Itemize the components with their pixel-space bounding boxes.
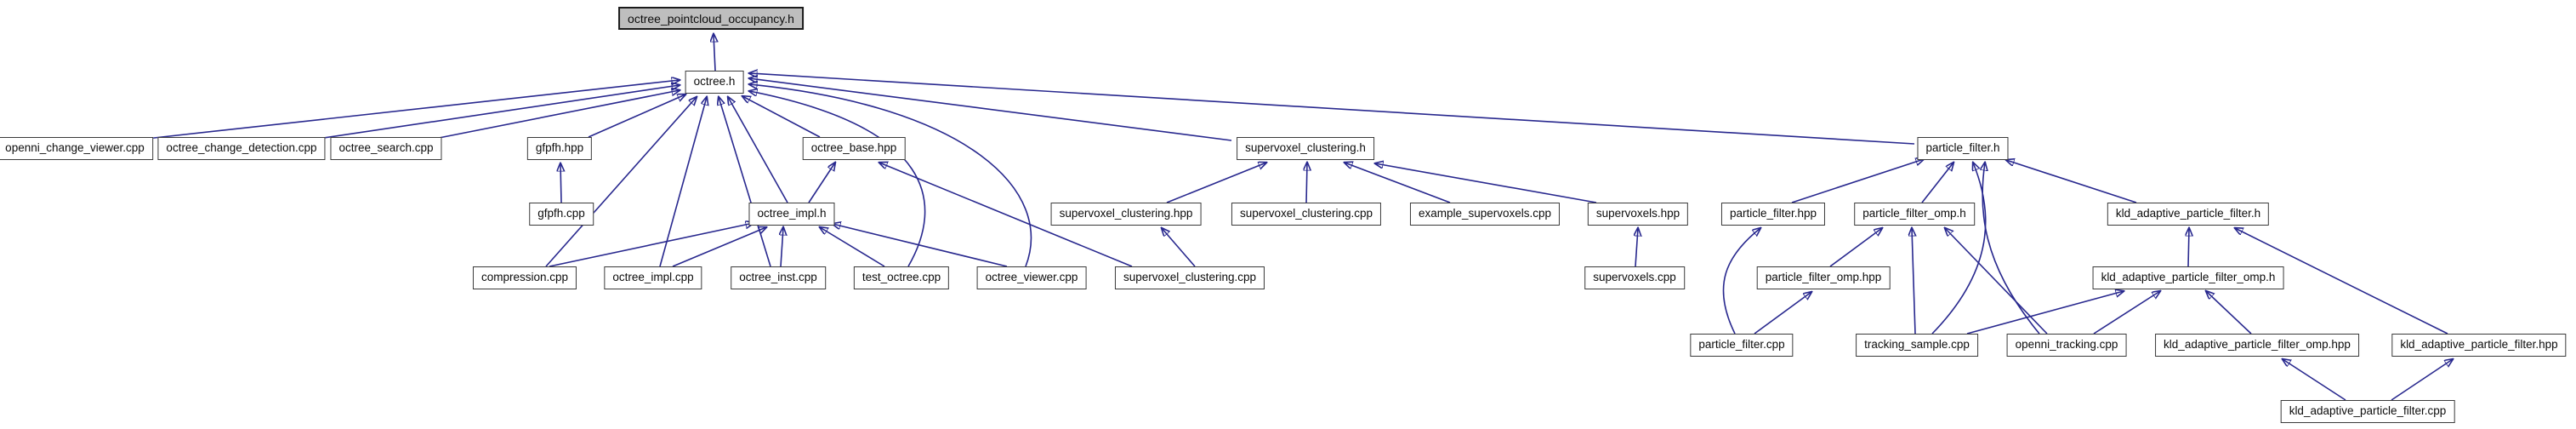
dependency-edges xyxy=(145,34,2453,401)
graph-node-sc_cpp_a[interactable]: supervoxel_clustering.cpp xyxy=(1231,203,1382,226)
graph-node-openni_tracking_cpp[interactable]: openni_tracking.cpp xyxy=(2006,334,2127,357)
edge-sc_cpp_b--sc_hpp xyxy=(1162,228,1196,267)
edge-octree_inst_cpp--octree_h xyxy=(719,97,771,267)
edge-octree_impl_cpp--octree_impl_h xyxy=(672,227,766,267)
edge-sc_cpp_a--sc_h xyxy=(1306,163,1307,203)
graph-node-pf_omp_h[interactable]: particle_filter_omp.h xyxy=(1854,203,1975,226)
graph-node-supervoxels_hpp[interactable]: supervoxels.hpp xyxy=(1587,203,1689,226)
edge-openni_tracking_cpp--kld_omp_h xyxy=(2093,291,2160,335)
edge-tracking_sample_cpp--pf_omp_h xyxy=(1912,228,1915,335)
graph-node-pf_cpp[interactable]: particle_filter.cpp xyxy=(1690,334,1794,357)
graph-node-octree_impl_cpp[interactable]: octree_impl.cpp xyxy=(604,266,702,289)
graph-node-compression_cpp[interactable]: compression.cpp xyxy=(472,266,577,289)
edge-kld_cpp--kld_omp_hpp xyxy=(2283,359,2346,401)
graph-node-octree_h[interactable]: octree.h xyxy=(685,71,744,94)
graph-node-sc_h[interactable]: supervoxel_clustering.h xyxy=(1237,137,1374,160)
graph-node-sc_hpp[interactable]: supervoxel_clustering.hpp xyxy=(1050,203,1202,226)
edge-octree_inst_cpp--octree_impl_h xyxy=(781,227,783,267)
edge-octree_viewer_cpp--octree_impl_h xyxy=(833,224,1008,267)
edge-octree_impl_cpp--octree_h xyxy=(659,97,707,267)
edge-gfpfh_hpp--octree_h xyxy=(588,94,685,138)
graph-node-octree_inst_cpp[interactable]: octree_inst.cpp xyxy=(731,266,826,289)
graph-node-kld_cpp[interactable]: kld_adaptive_particle_filter.cpp xyxy=(2280,400,2455,423)
graph-node-supervoxels_cpp[interactable]: supervoxels.cpp xyxy=(1584,266,1685,289)
graph-node-kld_h[interactable]: kld_adaptive_particle_filter.h xyxy=(2107,203,2270,226)
edge-octree_viewer_cpp--octree_h xyxy=(749,84,1032,267)
edge-octree_h--occupancy_h xyxy=(714,34,715,72)
graph-node-pf_hpp[interactable]: particle_filter.hpp xyxy=(1720,203,1826,226)
graph-node-pf_omp_hpp[interactable]: particle_filter_omp.hpp xyxy=(1756,266,1891,289)
edge-pf_omp_hpp--pf_omp_h xyxy=(1829,228,1882,267)
edge-octree_base_hpp--octree_h xyxy=(742,96,821,138)
graph-node-occupancy_h: octree_pointcloud_occupancy.h xyxy=(618,7,804,30)
edge-kld_omp_hpp--kld_omp_h xyxy=(2206,291,2252,335)
edge-tracking_sample_cpp--kld_omp_h xyxy=(1966,291,2124,335)
edge-sc_hpp--sc_h xyxy=(1166,163,1266,203)
graph-node-test_octree_cpp[interactable]: test_octree.cpp xyxy=(853,266,950,289)
edge-pf_cpp--pf_hpp xyxy=(1722,228,1760,335)
edge-sc_h--octree_h xyxy=(749,78,1232,141)
edge-compression_cpp--octree_impl_h xyxy=(549,223,753,267)
edge-sc_cpp_b--octree_base_hpp xyxy=(879,163,1133,267)
graph-node-octree_change_detection_cpp[interactable]: octree_change_detection.cpp xyxy=(157,137,326,160)
edge-test_octree_cpp--octree_impl_h xyxy=(820,227,885,267)
graph-node-kld_hpp[interactable]: kld_adaptive_particle_filter.hpp xyxy=(2391,334,2567,357)
graph-node-octree_base_hpp[interactable]: octree_base.hpp xyxy=(802,137,906,160)
edge-pf_hpp--pf_h xyxy=(1791,159,1924,203)
edge-pf_cpp--pf_omp_hpp xyxy=(1754,292,1811,335)
edge-tracking_sample_cpp--pf_h xyxy=(1931,163,1987,335)
edge-openni_tracking_cpp--pf_h xyxy=(1982,163,2040,335)
edge-example_supervoxels_cpp--sc_h xyxy=(1345,163,1451,203)
graph-node-tracking_sample_cpp[interactable]: tracking_sample.cpp xyxy=(1856,334,1978,357)
edge-octree_impl_h--octree_h xyxy=(728,97,788,203)
edge-pf_omp_h--pf_h xyxy=(1921,163,1953,203)
graph-node-example_supervoxels_cpp[interactable]: example_supervoxels.cpp xyxy=(1409,203,1561,226)
edge-kld_cpp--kld_hpp xyxy=(2391,359,2453,401)
edge-gfpfh_cpp--gfpfh_hpp xyxy=(560,163,561,203)
graph-node-kld_omp_h[interactable]: kld_adaptive_particle_filter_omp.h xyxy=(2092,266,2284,289)
edge-test_octree_cpp--octree_h xyxy=(749,91,926,267)
edge-kld_h--pf_h xyxy=(2006,160,2137,203)
graph-node-octree_viewer_cpp[interactable]: octree_viewer.cpp xyxy=(976,266,1087,289)
graph-node-sc_cpp_b[interactable]: supervoxel_clustering.cpp xyxy=(1114,266,1265,289)
edge-kld_omp_h--kld_h xyxy=(2188,228,2189,267)
edge-octree_search_cpp--octree_h xyxy=(434,90,680,140)
graph-node-octree_impl_h[interactable]: octree_impl.h xyxy=(748,203,835,226)
edge-openni_tracking_cpp--pf_omp_h xyxy=(1945,228,2048,335)
edge-octree_impl_h--octree_base_hpp xyxy=(808,163,835,203)
graph-node-pf_h[interactable]: particle_filter.h xyxy=(1917,137,2009,160)
edge-supervoxels_cpp--supervoxels_hpp xyxy=(1635,228,1638,267)
graph-node-octree_search_cpp[interactable]: octree_search.cpp xyxy=(330,137,442,160)
graph-node-gfpfh_hpp[interactable]: gfpfh.hpp xyxy=(526,137,593,160)
graph-node-openni_change_viewer_cpp[interactable]: openni_change_viewer.cpp xyxy=(0,137,153,160)
edge-openni_change_viewer_cpp--octree_h xyxy=(145,80,680,140)
edge-octree_change_detection_cpp--octree_h xyxy=(317,85,680,140)
edge-supervoxels_hpp--sc_h xyxy=(1375,163,1597,203)
edge-compression_cpp--octree_h xyxy=(545,97,697,267)
edge-pf_h--octree_h xyxy=(749,73,1915,145)
graph-node-kld_omp_hpp[interactable]: kld_adaptive_particle_filter_omp.hpp xyxy=(2155,334,2359,357)
edge-kld_hpp--kld_h xyxy=(2235,228,2448,335)
graph-node-gfpfh_cpp[interactable]: gfpfh.cpp xyxy=(529,203,594,226)
